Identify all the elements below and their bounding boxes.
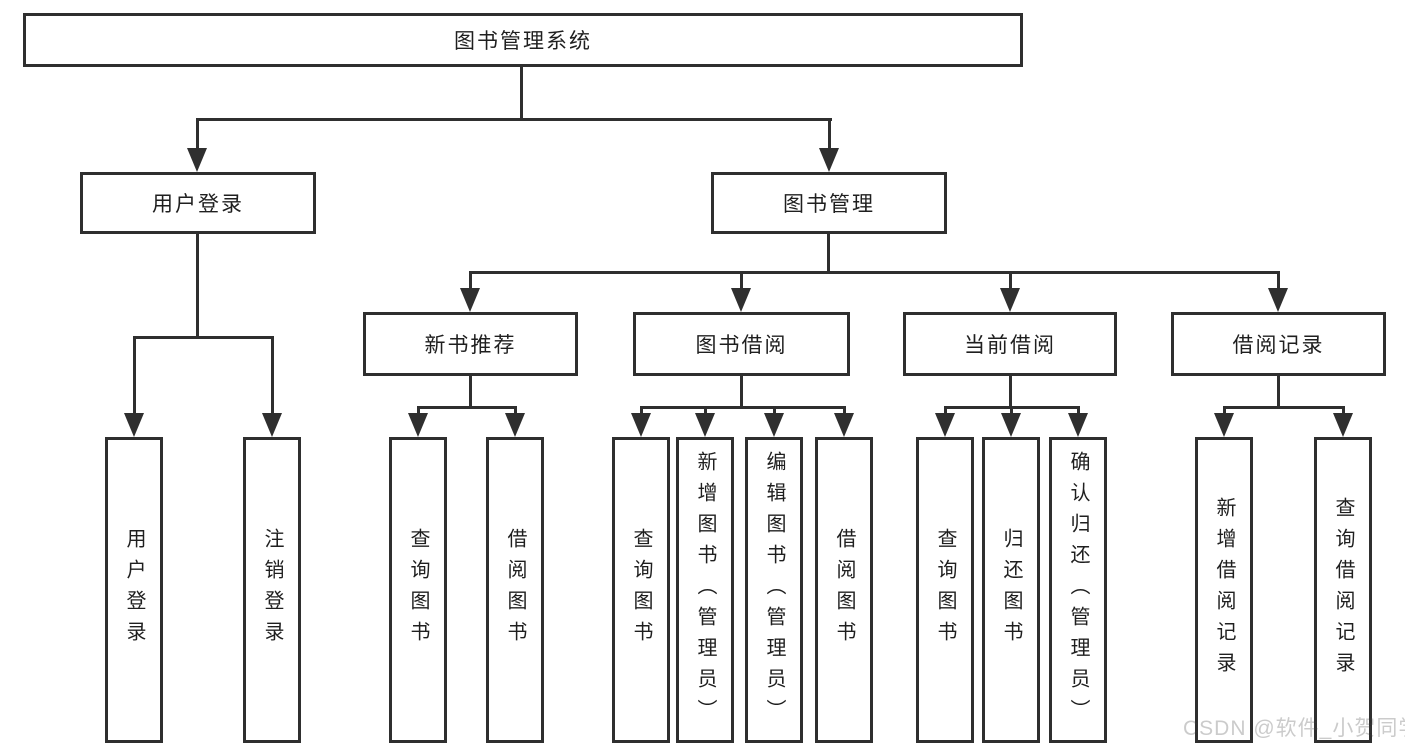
arrow-down-icon <box>935 413 955 437</box>
arrow-down-icon <box>1068 413 1088 437</box>
arrow-down-icon <box>505 413 525 437</box>
connector-borrow-records-trunk <box>1277 375 1280 408</box>
leaf-current-query-books: 查询图书 <box>916 437 974 743</box>
node-current-borrow: 当前借阅 <box>903 312 1117 376</box>
connector-stem <box>944 406 947 416</box>
connector-user-login-trunk <box>196 233 199 338</box>
arrow-down-icon <box>1268 288 1288 312</box>
connector-stem <box>417 406 420 416</box>
connector-book-borrow-split <box>640 406 846 409</box>
node-book-borrow-label: 图书借阅 <box>695 334 788 357</box>
node-current-borrow-label: 当前借阅 <box>964 334 1056 357</box>
arrow-down-icon <box>408 413 428 437</box>
leaf-newbook-query-books-label: 查询图书 <box>407 528 429 652</box>
connector-stem <box>704 406 707 416</box>
leaf-borrow-edit-books-admin: 编辑图书（管理员） <box>745 437 803 743</box>
leaf-user-login: 用户登录 <box>105 437 163 743</box>
connector-stem <box>1077 406 1080 416</box>
node-user-login: 用户登录 <box>80 172 316 234</box>
leaf-newbook-query-books: 查询图书 <box>389 437 447 743</box>
connector-stem <box>773 406 776 416</box>
arrow-down-icon <box>124 413 144 437</box>
arrow-down-icon <box>1333 413 1353 437</box>
node-book-management: 图书管理 <box>711 172 947 234</box>
connector-stem <box>1223 406 1226 416</box>
connector-borrow-records-split <box>1223 406 1345 409</box>
leaf-current-confirm-return-admin-label: 确认归还（管理员） <box>1067 450 1089 730</box>
leaf-borrow-query-books-label: 查询图书 <box>630 528 652 652</box>
arrow-down-icon <box>460 288 480 312</box>
connector-level3-split <box>469 271 1280 274</box>
connector-stem <box>843 406 846 416</box>
leaf-current-return-books-label: 归还图书 <box>1000 528 1022 652</box>
connector-new-book-trunk <box>469 375 472 408</box>
arrow-down-icon <box>1214 413 1234 437</box>
arrow-down-icon <box>1001 413 1021 437</box>
arrow-down-icon <box>764 413 784 437</box>
node-root: 图书管理系统 <box>23 13 1023 67</box>
connector-stem <box>514 406 517 416</box>
connector-level2-split <box>196 118 832 121</box>
leaf-current-confirm-return-admin: 确认归还（管理员） <box>1049 437 1107 743</box>
connector-stem <box>1010 406 1013 416</box>
connector-current-borrow-trunk <box>1009 375 1012 408</box>
connector-stem-new-book <box>469 271 472 291</box>
leaf-records-add-record: 新增借阅记录 <box>1195 437 1253 743</box>
node-new-book-recommend: 新书推荐 <box>363 312 578 376</box>
leaf-borrow-edit-books-admin-label: 编辑图书（管理员） <box>763 450 785 730</box>
node-borrow-records-label: 借阅记录 <box>1232 334 1325 357</box>
leaf-borrow-query-books: 查询图书 <box>612 437 670 743</box>
connector-stem-book-mgmt <box>828 118 831 149</box>
leaf-current-return-books: 归还图书 <box>982 437 1040 743</box>
leaf-borrow-borrow-books-label: 借阅图书 <box>833 528 855 652</box>
leaf-records-query-record-label: 查询借阅记录 <box>1332 497 1354 683</box>
leaf-records-add-record-label: 新增借阅记录 <box>1213 497 1235 683</box>
connector-stem-book-borrow <box>740 271 743 291</box>
watermark: CSDN @软件_小贺同学 <box>1183 717 1405 740</box>
node-root-label: 图书管理系统 <box>454 30 592 53</box>
leaf-borrow-add-books-admin-label: 新增图书（管理员） <box>694 450 716 730</box>
arrow-down-icon <box>262 413 282 437</box>
connector-new-book-split <box>417 406 517 409</box>
leaf-borrow-add-books-admin: 新增图书（管理员） <box>676 437 734 743</box>
leaf-logout: 注销登录 <box>243 437 301 743</box>
arrow-down-icon <box>834 413 854 437</box>
leaf-records-query-record: 查询借阅记录 <box>1314 437 1372 743</box>
connector-book-borrow-trunk <box>740 375 743 408</box>
arrow-down-icon <box>187 148 207 172</box>
connector-stem-current-borrow <box>1009 271 1012 291</box>
leaf-logout-label: 注销登录 <box>261 528 283 652</box>
node-book-borrow: 图书借阅 <box>633 312 850 376</box>
connector-stem-user-login <box>196 118 199 149</box>
leaf-current-query-books-label: 查询图书 <box>934 528 956 652</box>
node-book-management-label: 图书管理 <box>783 193 875 216</box>
arrow-down-icon <box>1000 288 1020 312</box>
connector-stem-borrow-records <box>1277 271 1280 291</box>
connector-root-trunk <box>520 65 523 121</box>
connector-stem-leaf-user-login <box>133 336 136 414</box>
connector-user-login-split <box>133 336 274 339</box>
connector-stem <box>1342 406 1345 416</box>
connector-stem-leaf-logout <box>271 336 274 414</box>
leaf-newbook-borrow-books-label: 借阅图书 <box>504 528 526 652</box>
leaf-borrow-borrow-books: 借阅图书 <box>815 437 873 743</box>
leaf-newbook-borrow-books: 借阅图书 <box>486 437 544 743</box>
arrow-down-icon <box>731 288 751 312</box>
arrow-down-icon <box>819 148 839 172</box>
arrow-down-icon <box>695 413 715 437</box>
leaf-user-login-label: 用户登录 <box>123 528 145 652</box>
node-user-login-label: 用户登录 <box>152 193 244 216</box>
node-new-book-recommend-label: 新书推荐 <box>424 334 517 357</box>
connector-stem <box>640 406 643 416</box>
node-borrow-records: 借阅记录 <box>1171 312 1386 376</box>
arrow-down-icon <box>631 413 651 437</box>
connector-book-mgmt-trunk <box>827 233 830 274</box>
